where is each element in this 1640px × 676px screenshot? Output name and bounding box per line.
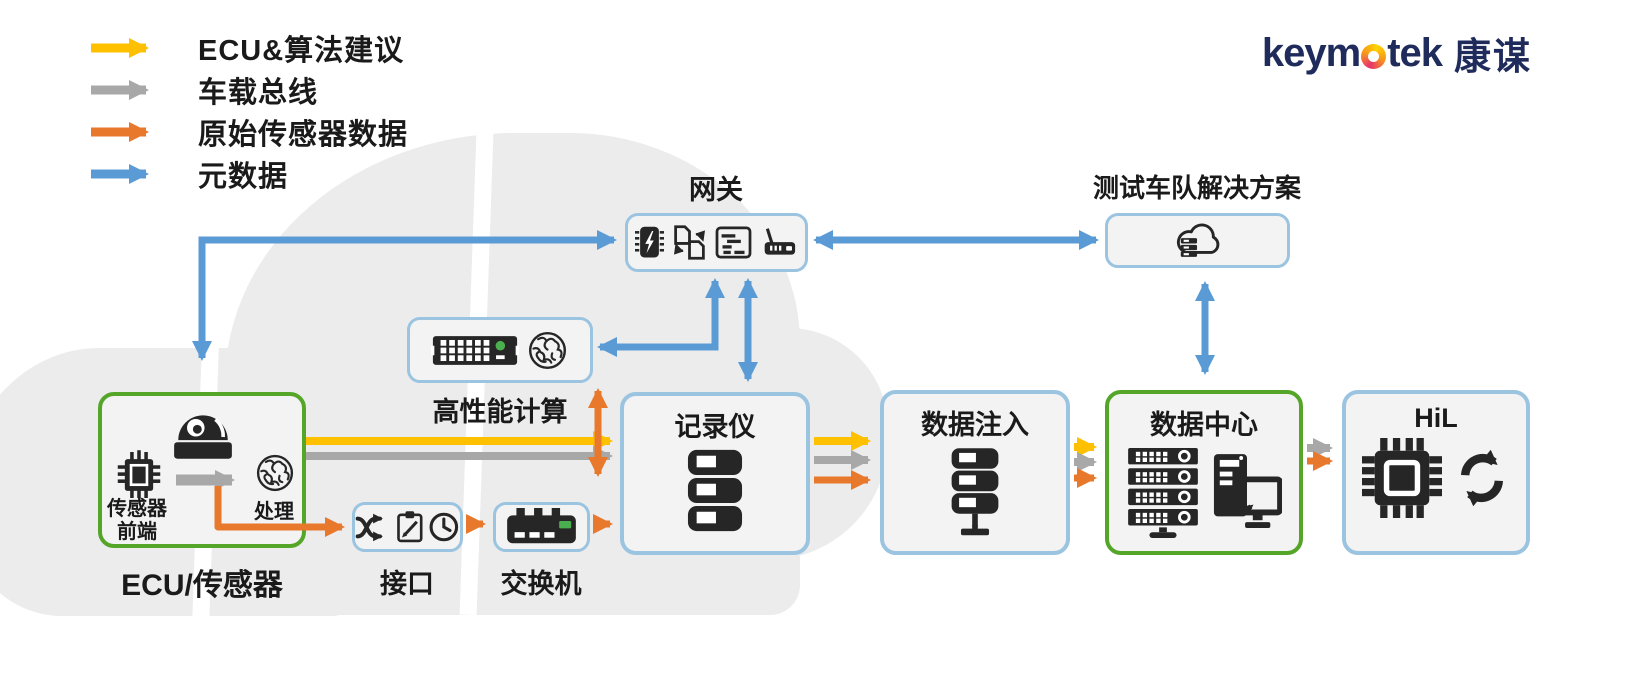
processing-label: 处理 — [254, 501, 294, 523]
legend-item-raw-sensor-data: 原始传感器数据 — [88, 111, 408, 153]
node-switch — [493, 502, 590, 552]
node-fleet-solution — [1105, 213, 1290, 268]
logo-chinese-name: 康谋 — [1454, 36, 1532, 77]
processing-brain-icon — [256, 454, 294, 492]
compute-module-icon — [431, 335, 519, 365]
gateway-label: 网关 — [689, 175, 743, 205]
logo-text-post: tek — [1387, 30, 1443, 75]
logo-o-ring-icon — [1361, 43, 1387, 69]
ecu-sensor-label: ECU/传感器 — [121, 569, 283, 602]
fleet-solution-label: 测试车队解决方案 — [1092, 173, 1301, 203]
legend-item-metadata: 元数据 — [88, 153, 408, 195]
chip-lightning-icon — [634, 226, 664, 257]
hil-label: HiL — [1414, 403, 1458, 433]
file-sync-icon — [673, 225, 705, 260]
node-gateway — [625, 213, 808, 272]
datacenter-label: 数据中心 — [1150, 410, 1258, 440]
legend-label: 原始传感器数据 — [198, 119, 409, 151]
legend-label: ECU&算法建议 — [198, 35, 405, 67]
hil-chip-icon — [1362, 438, 1442, 518]
switch-label: 交换机 — [500, 569, 582, 599]
clock-icon — [429, 512, 459, 542]
gray-arrow-icon — [91, 80, 149, 100]
hpc-label: 高性能计算 — [432, 397, 568, 427]
node-data-injection: 数据注入 — [880, 390, 1070, 555]
legend-label: 元数据 — [198, 161, 289, 193]
camera-icon — [174, 415, 232, 459]
node-hpc — [407, 317, 593, 383]
legend-item-ecu-suggestion: ECU&算法建议 — [88, 27, 408, 69]
refresh-cycle-icon — [1461, 450, 1503, 506]
interface-label: 接口 — [380, 569, 434, 599]
logo-text-pre: keym — [1261, 30, 1361, 75]
recorder-label: 记录仪 — [674, 412, 756, 442]
sensor-front-label: 传感器 前端 — [107, 498, 167, 543]
hil-icons — [1362, 438, 1510, 518]
orange-arrow-icon — [91, 122, 149, 142]
node-datacenter: 数据中心 — [1105, 390, 1303, 555]
sensor-chip-icon — [117, 450, 161, 498]
node-interface — [352, 502, 463, 552]
node-hil: HiL — [1342, 390, 1530, 555]
cloud-server-icon — [1176, 223, 1219, 257]
yellow-arrow-icon — [91, 38, 149, 58]
legend-item-vehicle-bus: 车载总线 — [88, 69, 408, 111]
legend: ECU&算法建议 车载总线 原始传感器数据 元数据 — [88, 27, 408, 195]
log-list-icon — [715, 226, 751, 259]
router-icon — [764, 227, 795, 255]
server-rack-icon — [1128, 447, 1198, 539]
shuffle-icon — [355, 513, 383, 541]
ethernet-switch-icon — [507, 507, 576, 543]
clipboard-pencil-icon — [396, 511, 423, 543]
blue-arrow-icon — [91, 164, 149, 184]
datacenter-icons — [1126, 446, 1282, 539]
workstation-icon — [1213, 453, 1282, 528]
data-logger-icon — [687, 449, 743, 532]
legend-label: 车载总线 — [198, 77, 319, 109]
node-recorder: 记录仪 — [620, 392, 810, 555]
brain-icon — [528, 331, 567, 369]
server-network-icon — [951, 448, 999, 536]
injection-label: 数据注入 — [921, 410, 1029, 440]
